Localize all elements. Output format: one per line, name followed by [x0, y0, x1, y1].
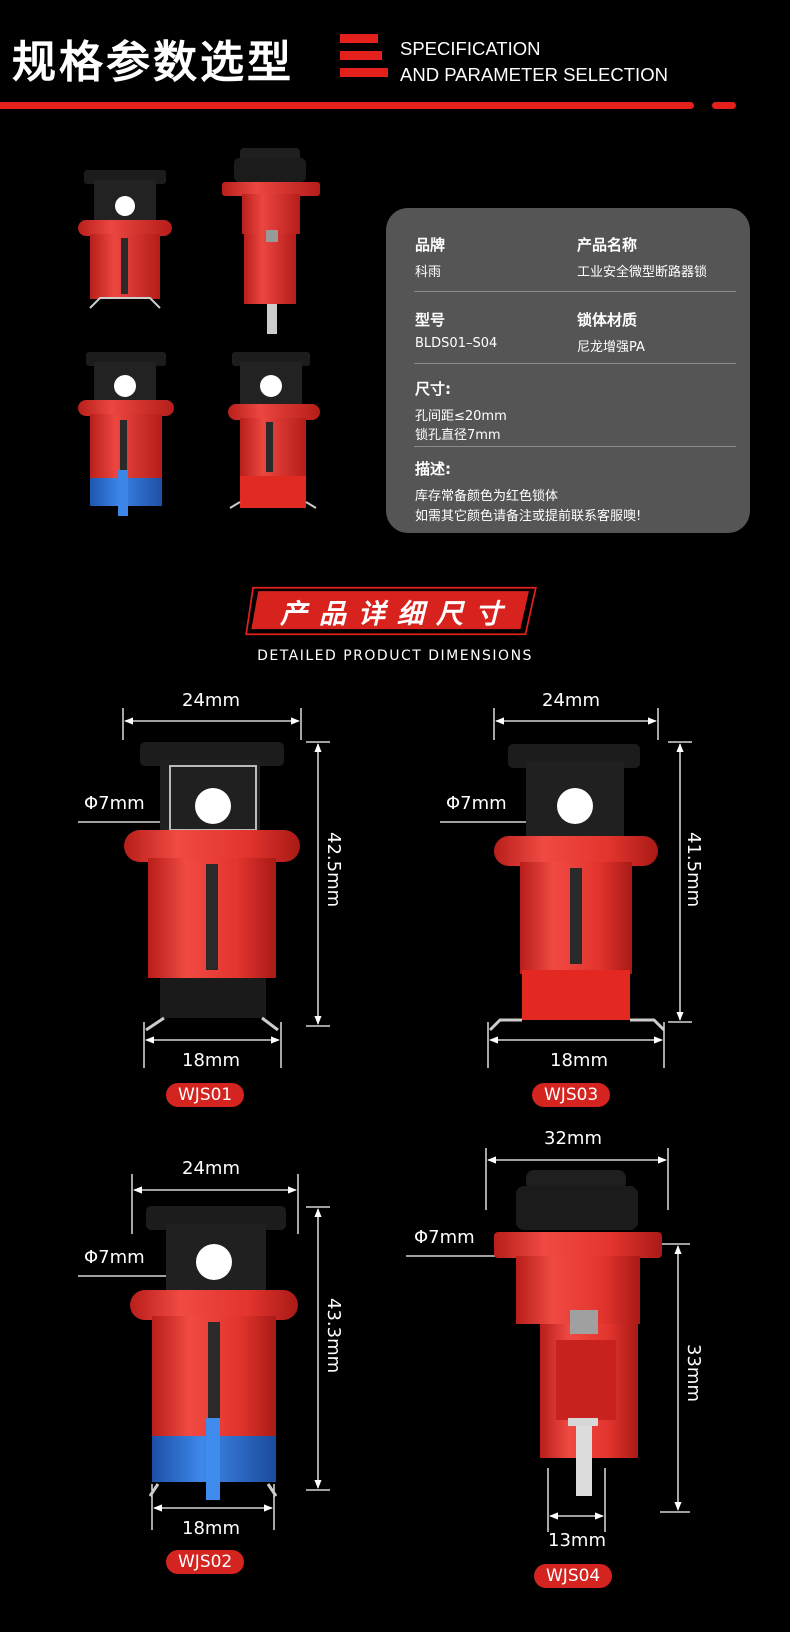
subtitle-line-1: SPECIFICATION	[400, 38, 541, 59]
brand-label: 品牌	[415, 236, 446, 254]
header-rule-dot	[712, 102, 736, 109]
wjs03-model-badge: WJS03	[532, 1083, 611, 1107]
description-label: 描述:	[415, 460, 451, 478]
wjs02-top-width: 24mm	[182, 1158, 240, 1179]
wjs04-height: 33mm	[683, 1344, 704, 1402]
wjs03-top-width: 24mm	[542, 690, 600, 711]
section-title: 产品详细尺寸	[280, 599, 514, 630]
brand-value: 科雨	[415, 265, 442, 280]
wjs01-hole-diameter: Φ7mm	[84, 793, 145, 814]
wjs02-bottom-width: 18mm	[182, 1518, 240, 1539]
wjs01-model-badge: WJS01	[166, 1083, 245, 1107]
drawing-wjs03	[488, 744, 666, 1032]
page-title: 规格参数选型	[12, 37, 294, 88]
wjs02-height: 43.3mm	[323, 1298, 344, 1374]
material-value: 尼龙增强PA	[577, 340, 645, 355]
drawing-wjs02	[130, 1206, 298, 1500]
wjs03-bottom-width: 18mm	[550, 1050, 608, 1071]
spec-divider	[414, 291, 736, 292]
model-value: BLDS01–S04	[415, 336, 498, 351]
thumb-wjs03	[228, 352, 320, 509]
page-subtitle: SPECIFICATION AND PARAMETER SELECTION	[400, 36, 668, 88]
model-label: 型号	[415, 311, 446, 329]
thumb-wjs01	[78, 170, 172, 309]
section-subtitle: DETAILED PRODUCT DIMENSIONS	[257, 648, 533, 664]
description-line-2: 如需其它颜色请备注或提前联系客服噢!	[415, 509, 642, 524]
size-line-2: 锁孔直径7mm	[415, 428, 501, 443]
wjs04-hole-diameter: Φ7mm	[414, 1227, 475, 1248]
spec-divider	[414, 446, 736, 447]
wjs03-height: 41.5mm	[683, 832, 704, 908]
description-line-1: 库存常备颜色为红色锁体	[415, 489, 559, 504]
wjs01-height: 42.5mm	[323, 832, 344, 908]
drawing-wjs01	[124, 742, 300, 1032]
size-line-1: 孔间距≤20mm	[415, 409, 507, 424]
drawing-wjs04	[494, 1170, 662, 1496]
wjs04-bottom-width: 13mm	[548, 1530, 606, 1551]
subtitle-line-2: AND PARAMETER SELECTION	[400, 64, 668, 85]
header-rule	[0, 102, 694, 109]
wjs02-model-badge: WJS02	[166, 1550, 245, 1574]
wjs04-model-badge: WJS04	[534, 1564, 613, 1588]
thumb-wjs04	[222, 148, 320, 334]
wjs01-bottom-width: 18mm	[182, 1050, 240, 1071]
spec-panel	[386, 208, 750, 533]
wjs02-hole-diameter: Φ7mm	[84, 1247, 145, 1268]
material-label: 锁体材质	[577, 311, 638, 329]
wjs03-hole-diameter: Φ7mm	[446, 793, 507, 814]
size-label: 尺寸:	[415, 380, 451, 398]
product-name-value: 工业安全微型断路器锁	[577, 265, 708, 280]
wjs04-top-width: 32mm	[544, 1128, 602, 1149]
product-name-label: 产品名称	[577, 236, 638, 254]
product-thumbnails	[78, 148, 320, 516]
section-banner	[245, 586, 537, 636]
wjs01-top-width: 24mm	[182, 690, 240, 711]
spec-divider	[414, 363, 736, 364]
stripes-decoration	[340, 34, 388, 80]
thumb-wjs02	[78, 352, 174, 516]
